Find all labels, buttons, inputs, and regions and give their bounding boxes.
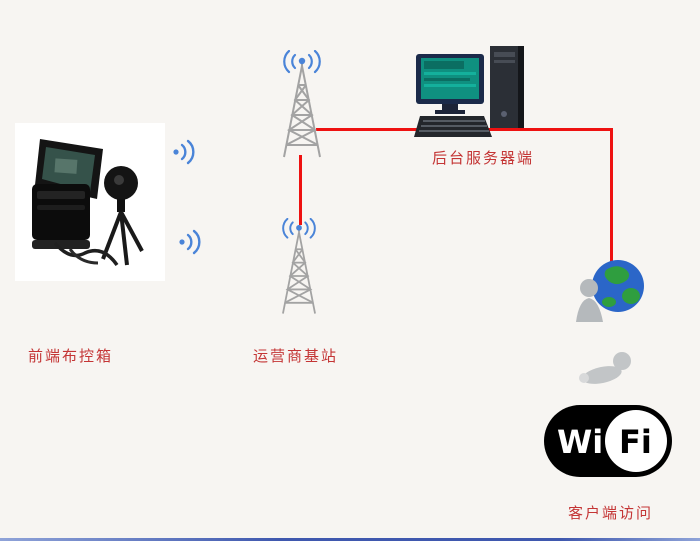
connection-line-tower-to-tower	[299, 155, 302, 225]
signal-waves-icon	[173, 139, 195, 165]
signal-waves-icon	[179, 229, 201, 255]
user-icon	[579, 352, 631, 384]
cell-tower-icon	[283, 50, 321, 158]
server-label: 后台服务器端	[432, 151, 535, 167]
globe-user-icon	[576, 260, 644, 322]
server-computer-icon	[414, 46, 524, 137]
wifi-logo: Wi Fi	[544, 405, 672, 477]
wifi-logo-fi-text: Fi	[619, 423, 652, 461]
connection-line-server-to-client	[610, 128, 613, 270]
cell-tower-icon	[282, 218, 316, 314]
control-box-illustration	[32, 139, 144, 267]
base-station-label: 运营商基站	[253, 349, 339, 365]
client-label: 客户端访问	[568, 506, 654, 522]
front-box-label: 前端布控箱	[28, 349, 114, 365]
wifi-logo-wi-text: Wi	[557, 423, 603, 461]
bottom-divider	[0, 538, 700, 541]
control-box-photo	[15, 123, 165, 281]
